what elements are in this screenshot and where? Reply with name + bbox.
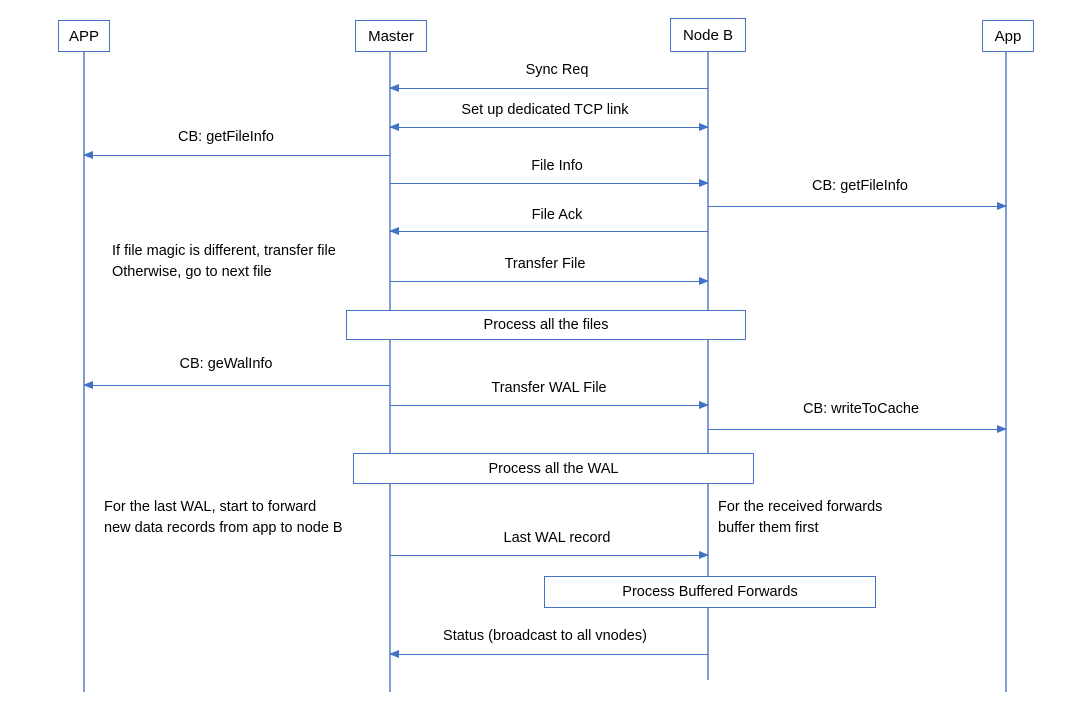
arrow-shaft: [708, 429, 1006, 431]
arrow-shaft: [390, 405, 708, 407]
participant-label: Node B: [682, 26, 734, 44]
arrow-shaft: [390, 654, 708, 656]
process-box-a1[interactable]: Process all the files: [346, 310, 746, 340]
message-label-m10: CB: writeToCache: [802, 401, 920, 417]
process-box-a3[interactable]: Process Buffered Forwards: [544, 576, 876, 608]
participant-box-app_left[interactable]: APP: [58, 20, 110, 52]
arrow-shaft: [84, 155, 390, 157]
arrow-head-left: [83, 150, 93, 159]
message-label-m5: CB: getFileInfo: [812, 178, 908, 194]
participant-label: App: [994, 27, 1022, 45]
arrow-shaft: [390, 127, 708, 129]
message-label-m1: Sync Req: [525, 62, 589, 78]
message-label-m4: File Info: [531, 158, 583, 174]
arrow-head-left: [389, 226, 399, 235]
lifeline-ll_node_b: [707, 52, 709, 680]
note-n2: For the last WAL, start to forward new d…: [104, 499, 343, 536]
message-label-m12: Status (broadcast to all vnodes): [443, 628, 647, 644]
lifeline-ll_app_right: [1005, 52, 1007, 692]
message-label-m6: File Ack: [531, 207, 583, 223]
message-label-m7: Transfer File: [504, 256, 586, 272]
arrow-head-left: [389, 83, 399, 92]
message-label-m11: Last WAL record: [503, 530, 611, 546]
arrow-shaft: [390, 183, 708, 185]
message-label-m9: Transfer WAL File: [491, 380, 607, 396]
process-box-label: Process Buffered Forwards: [622, 584, 798, 600]
arrow-head-right: [997, 201, 1007, 210]
participant-box-app_right[interactable]: App: [982, 20, 1034, 52]
note-n3: For the received forwards buffer them fi…: [718, 499, 883, 536]
process-box-a2[interactable]: Process all the WAL: [353, 453, 754, 484]
arrow-shaft: [390, 231, 708, 233]
process-box-label: Process all the WAL: [488, 460, 619, 477]
arrow-head-right: [699, 122, 709, 131]
process-box-label: Process all the files: [483, 317, 609, 333]
arrow-shaft: [390, 281, 708, 283]
arrow-head-right: [699, 400, 709, 409]
arrow-head-left: [389, 649, 399, 658]
arrow-shaft: [84, 385, 390, 387]
arrow-head-right: [699, 550, 709, 559]
participant-label: Master: [368, 27, 414, 45]
lifeline-ll_master: [389, 52, 391, 692]
arrow-shaft: [708, 206, 1006, 208]
participant-box-master[interactable]: Master: [355, 20, 427, 52]
arrow-head-right: [699, 276, 709, 285]
arrow-head-left: [83, 380, 93, 389]
arrow-shaft: [390, 88, 708, 90]
lifeline-ll_app_left: [83, 52, 85, 692]
participant-box-node_b[interactable]: Node B: [670, 18, 746, 52]
participant-label: APP: [68, 27, 99, 45]
arrow-shaft: [390, 555, 708, 557]
message-label-m3: CB: getFileInfo: [178, 129, 274, 145]
arrow-head-right: [997, 424, 1007, 433]
note-n1: If file magic is different, transfer fil…: [112, 243, 336, 280]
arrow-head-right: [699, 178, 709, 187]
arrow-head-left: [389, 122, 399, 131]
message-label-m2: Set up dedicated TCP link: [461, 102, 629, 118]
message-label-m8: CB: geWalInfo: [179, 356, 273, 372]
